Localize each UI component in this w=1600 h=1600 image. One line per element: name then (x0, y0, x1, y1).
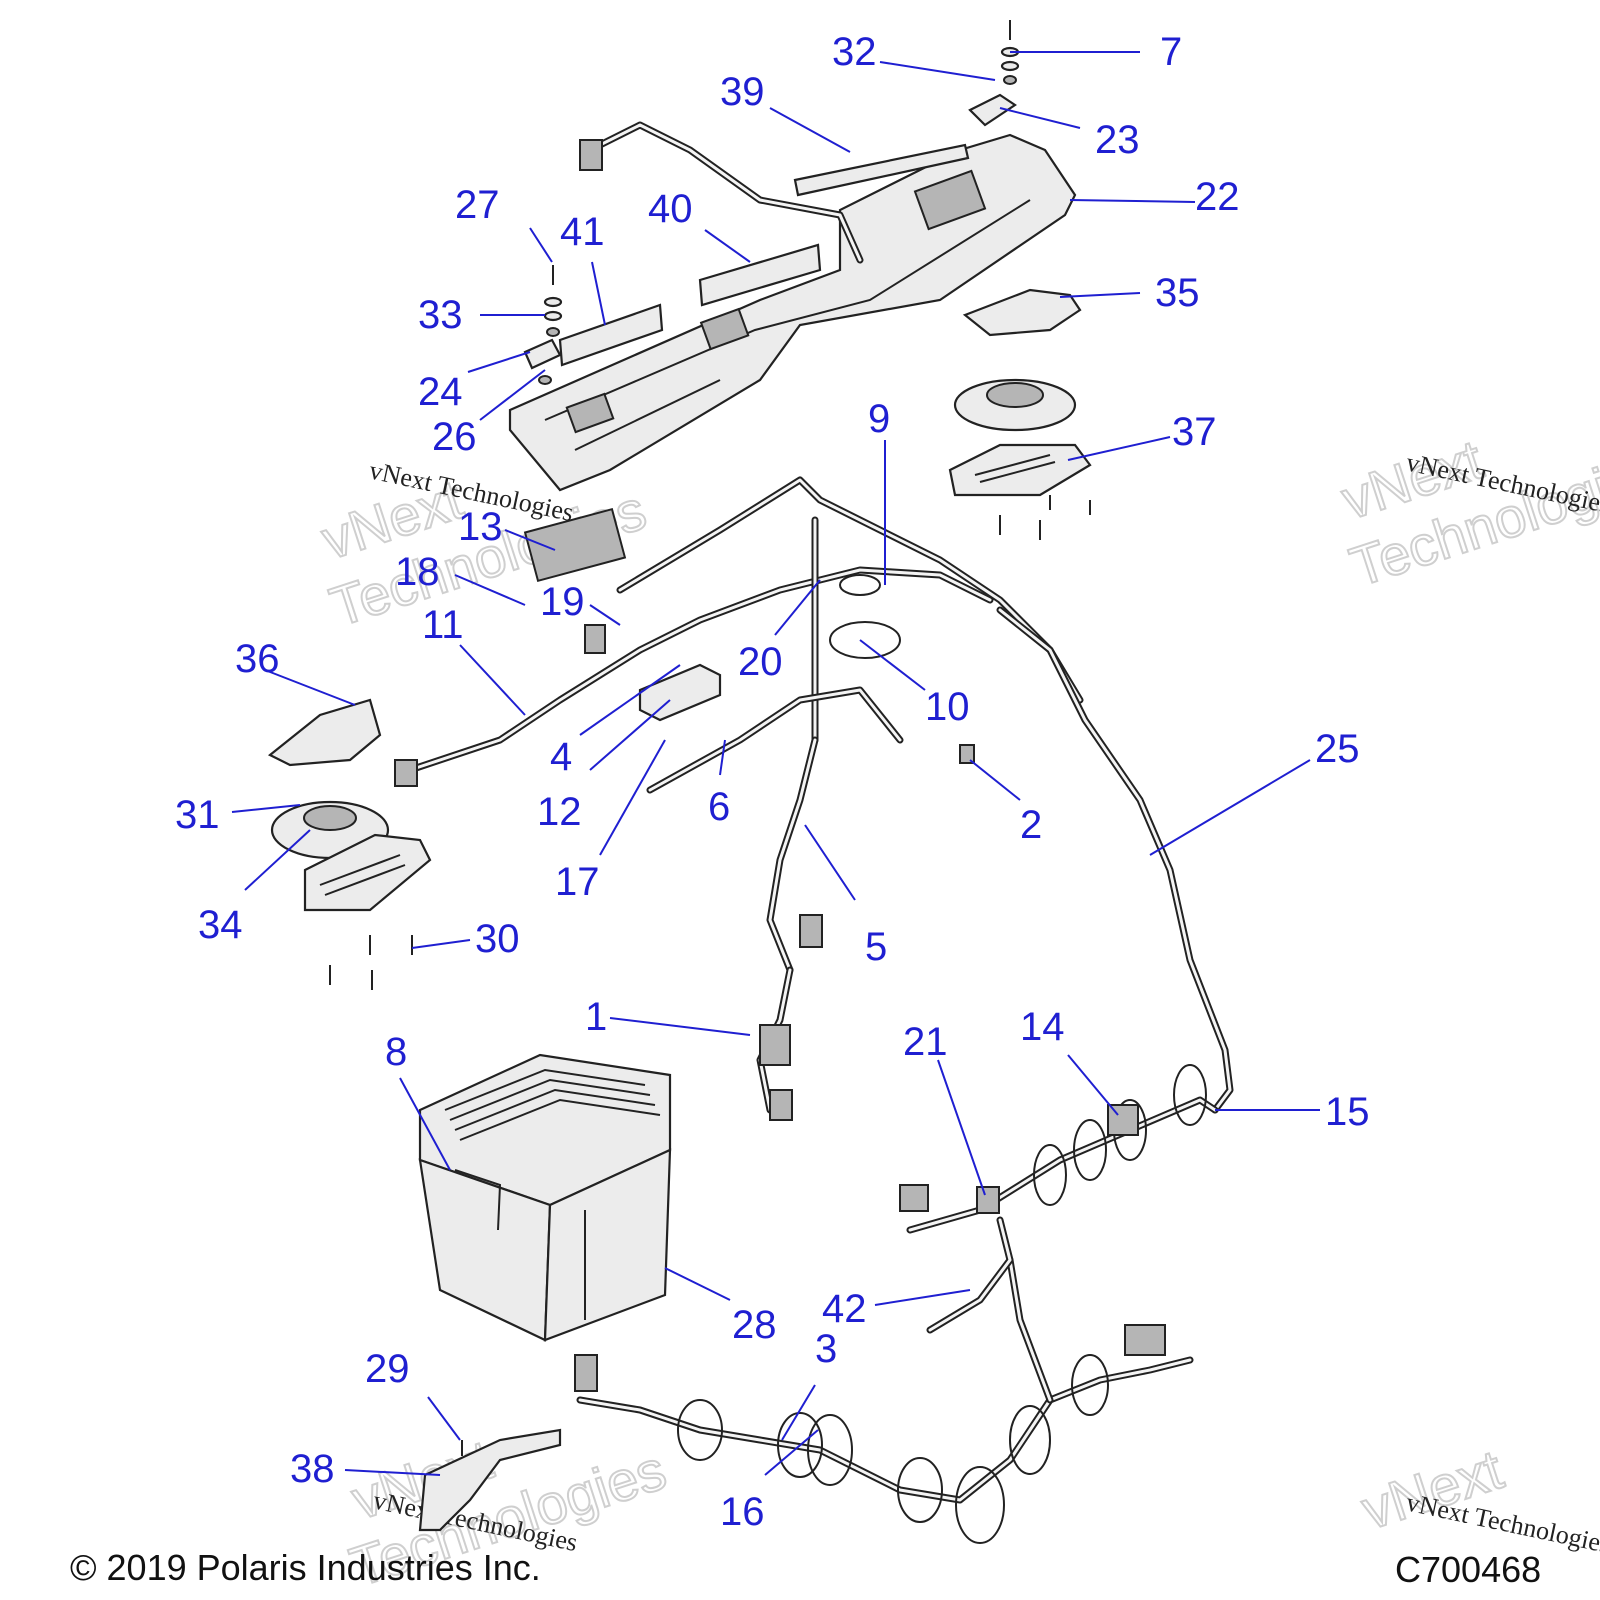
callout-30: 30 (475, 917, 520, 961)
callout-2: 2 (1020, 803, 1042, 847)
console-harness (586, 121, 864, 264)
callout-25: 25 (1315, 727, 1360, 771)
screw-group (329, 495, 1091, 990)
callout-3: 3 (815, 1327, 837, 1371)
rear-harness (574, 1064, 1219, 1544)
trim-strip-41 (558, 303, 664, 367)
fastener-stack-left (523, 265, 563, 385)
callout-15: 15 (1325, 1090, 1370, 1134)
callout-22: 22 (1195, 175, 1240, 219)
callout-27: 27 (455, 183, 500, 227)
connector-2 (959, 744, 975, 764)
connector-icon (579, 139, 603, 171)
callout-36: 36 (235, 637, 280, 681)
watermark-group: vNext Technologies vNext Technologies vN… (313, 426, 1600, 1599)
callout-33: 33 (418, 293, 463, 337)
callout-17: 17 (555, 860, 600, 904)
module-12 (638, 663, 722, 722)
callout-14: 14 (1020, 1005, 1065, 1049)
trim-strip-39 (793, 143, 970, 197)
bracket-23 (968, 93, 1017, 127)
callout-32: 32 (832, 30, 877, 74)
speaker-bracket-36 (267, 698, 382, 767)
connector-icon (523, 507, 627, 583)
callout-29: 29 (365, 1347, 410, 1391)
connector-icon (584, 624, 606, 654)
callout-38: 38 (290, 1447, 335, 1491)
main-harness (394, 476, 1084, 1121)
storage-box-8 (418, 1053, 672, 1342)
callout-28: 28 (732, 1303, 777, 1347)
callout-31: 31 (175, 793, 220, 837)
callout-35: 35 (1155, 271, 1200, 315)
callout-10: 10 (925, 685, 970, 729)
overhead-console (508, 133, 1077, 492)
callout-11: 11 (422, 603, 464, 647)
callout-23: 23 (1095, 118, 1140, 162)
callout-8: 8 (385, 1030, 407, 1074)
callout-9: 9 (868, 397, 890, 441)
callout-26: 26 (432, 415, 477, 459)
speaker-bracket-35 (962, 288, 1082, 337)
speaker-grille-37 (948, 443, 1092, 497)
callouts: 1 2 3 4 5 6 7 8 9 10 11 12 13 14 15 16 1 (175, 30, 1370, 1534)
callout-40: 40 (648, 187, 693, 231)
callout-16: 16 (720, 1490, 765, 1534)
callout-13: 13 (458, 505, 503, 549)
callout-24: 24 (418, 370, 463, 414)
callout-37: 37 (1172, 410, 1217, 454)
callout-34: 34 (198, 903, 243, 947)
trim-strip-40 (698, 243, 822, 307)
fastener-stack-top (968, 20, 1020, 127)
connector-21 (976, 1186, 1000, 1214)
callout-4: 4 (550, 735, 572, 779)
connector-icon (1124, 1324, 1166, 1356)
bracket-38 (418, 1428, 562, 1532)
callout-18: 18 (395, 550, 440, 594)
callout-5: 5 (865, 925, 887, 969)
connector-icon (759, 1024, 791, 1066)
callout-6: 6 (708, 785, 730, 829)
connector-icon (799, 914, 823, 948)
callout-39: 39 (720, 70, 765, 114)
harness-25 (996, 606, 1234, 1114)
connector-icon (899, 1184, 929, 1212)
connector-icon (574, 1354, 598, 1392)
callout-42: 42 (822, 1287, 867, 1331)
callout-12: 12 (537, 790, 582, 834)
callout-19: 19 (540, 580, 585, 624)
callout-21: 21 (903, 1020, 948, 1064)
connector-icon (394, 759, 418, 787)
callout-20: 20 (738, 640, 783, 684)
connector-icon (769, 1089, 793, 1121)
copyright: © 2019 Polaris Industries Inc. (70, 1547, 541, 1588)
figure-id: C700468 (1395, 1549, 1541, 1590)
bracket-24 (523, 338, 562, 370)
callout-7: 7 (1160, 30, 1182, 74)
callout-1: 1 (585, 995, 607, 1039)
callout-41: 41 (560, 210, 605, 254)
